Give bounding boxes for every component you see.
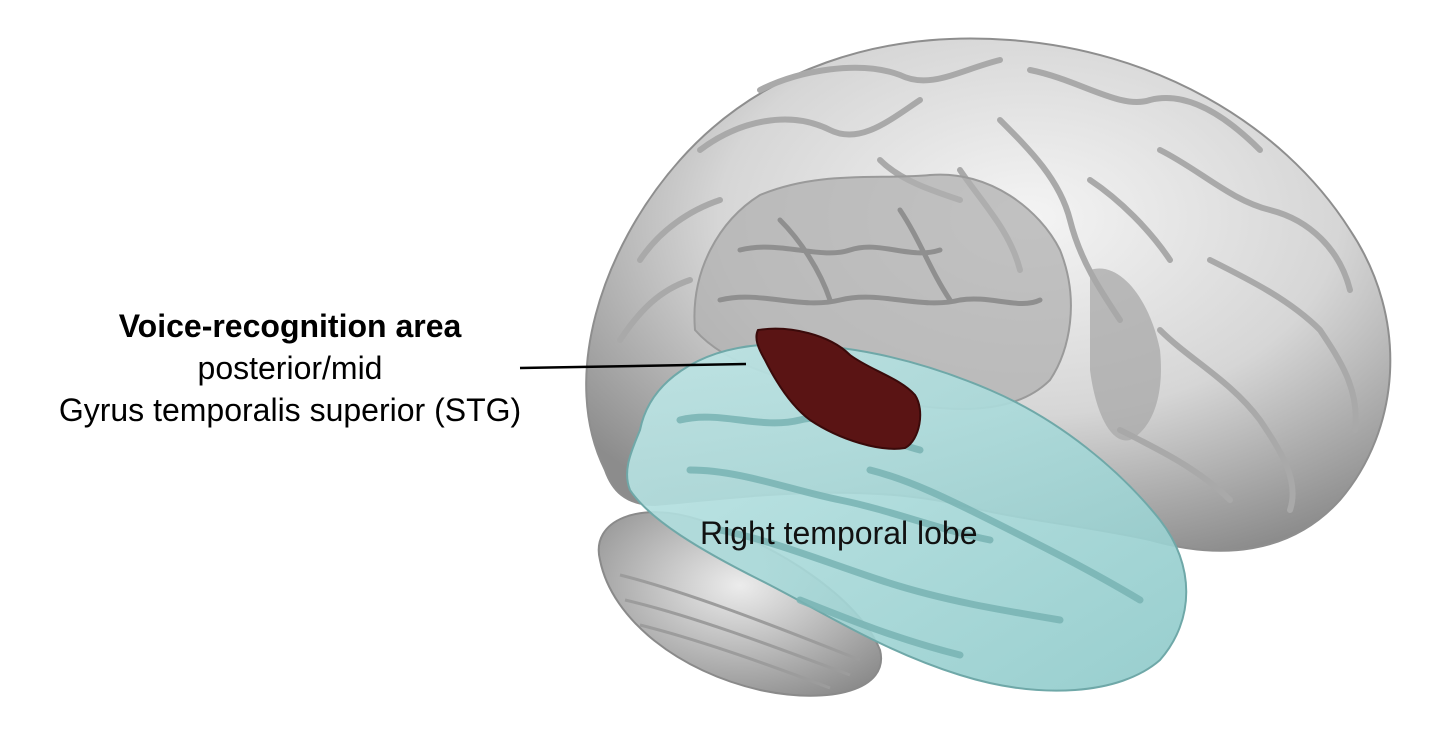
cortical-folds: [717, 207, 1043, 306]
secondary-grey-region: [1090, 268, 1161, 441]
voice-area-location: posterior/mid: [197, 350, 383, 386]
voice-recognition-area-shape: [755, 327, 922, 450]
cerebellum-folds: [619, 573, 861, 690]
voice-area-title: Voice-recognition area: [118, 308, 462, 344]
voice-area-gyrus: Gyrus temporalis superior (STG): [58, 392, 522, 428]
leader-line: [519, 362, 747, 370]
temporal-lobe-label: Right temporal lobe: [700, 515, 978, 551]
